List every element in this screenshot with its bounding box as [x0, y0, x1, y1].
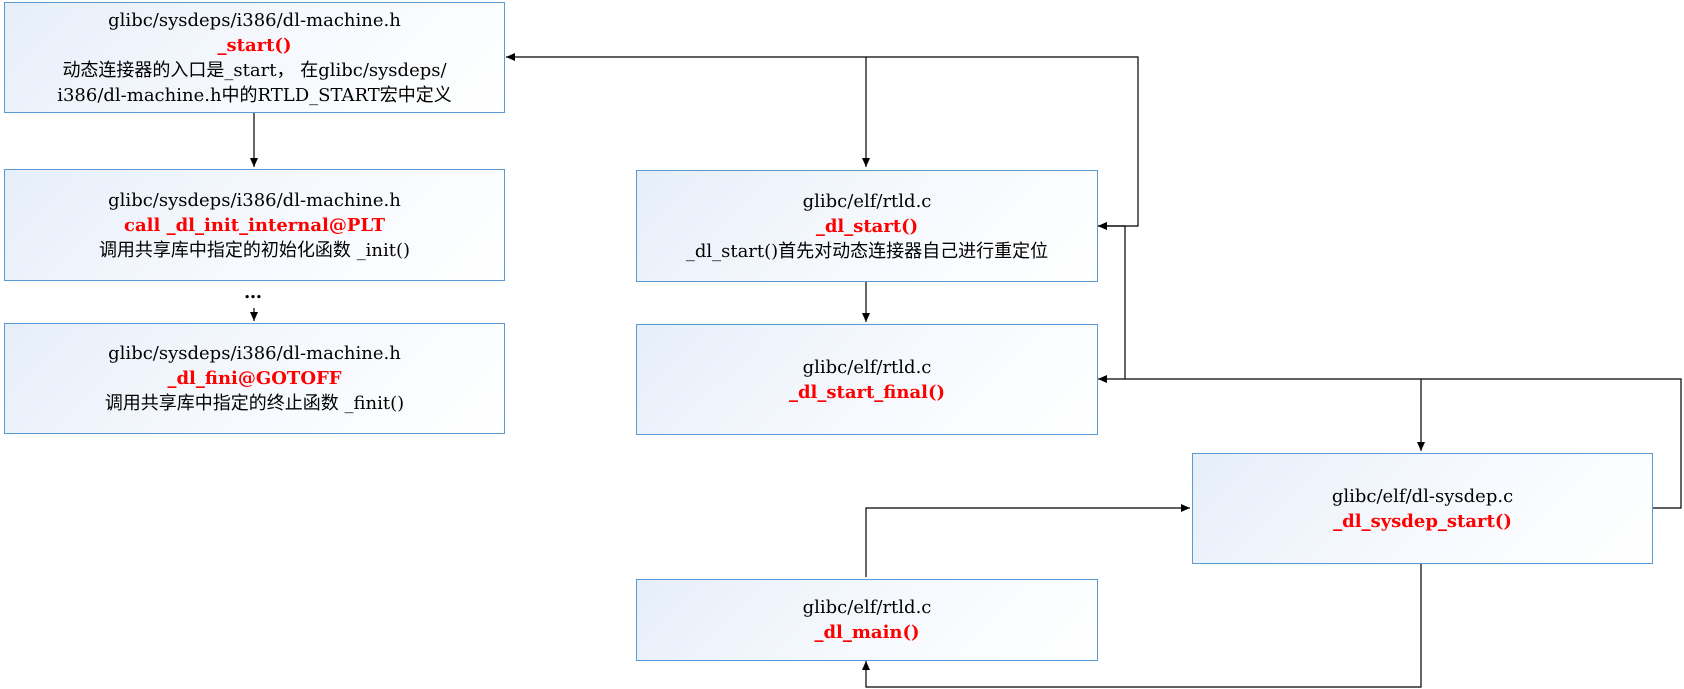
file-label: glibc/elf/dl-sysdep.c: [1331, 485, 1514, 507]
arrow-main-to-sysdep: [865, 504, 1190, 577]
box-dl-start-final: glibc/elf/rtld.c _dl_start_final(): [636, 324, 1098, 435]
box-start: glibc/sysdeps/i386/dl-machine.h _start()…: [4, 2, 505, 113]
arrow-into-dl-start: [1098, 219, 1139, 230]
description-line-2: i386/dl-machine.h中的RTLD_START宏中定义: [57, 84, 452, 106]
arrow-sysdep-to-main: [862, 564, 1422, 688]
arrow-sysdep-to-final: [1098, 375, 1682, 509]
box-init: glibc/sysdeps/i386/dl-machine.h call _dl…: [4, 169, 505, 281]
function-label: _dl_main(): [814, 622, 920, 643]
function-label: _dl_start_final(): [788, 381, 946, 403]
function-label: _dl_sysdep_start(): [1333, 510, 1512, 532]
file-label: glibc/elf/rtld.c: [802, 190, 932, 212]
function-label: _dl_fini@GOTOFF: [167, 368, 342, 389]
box-dl-sysdep-start: glibc/elf/dl-sysdep.c _dl_sysdep_start(): [1192, 453, 1653, 564]
file-label: glibc/sysdeps/i386/dl-machine.h: [108, 343, 401, 364]
file-label: glibc/sysdeps/i386/dl-machine.h: [108, 189, 401, 211]
description-line-1: 动态连接器的入口是_start， 在glibc/sysdeps/: [62, 59, 447, 81]
function-label: _dl_start(): [815, 215, 919, 237]
function-label: _start(): [217, 34, 292, 56]
file-label: glibc/sysdeps/i386/dl-machine.h: [108, 9, 401, 31]
arrow-final-to-dl-start: [1098, 222, 1126, 379]
box-dl-start: glibc/elf/rtld.c _dl_start() _dl_start()…: [636, 170, 1098, 282]
box-fini: glibc/sysdeps/i386/dl-machine.h _dl_fini…: [4, 323, 505, 434]
file-label: glibc/elf/rtld.c: [802, 356, 932, 378]
description: 调用共享库中指定的终止函数 _finit(): [104, 393, 405, 414]
description: _dl_start()首先对动态连接器自己进行重定位: [685, 240, 1049, 262]
box-dl-main: glibc/elf/rtld.c _dl_main(): [636, 579, 1098, 661]
file-label: glibc/elf/rtld.c: [802, 597, 932, 618]
description: 调用共享库中指定的初始化函数 _init(): [98, 239, 411, 261]
arrow-loop-to-start: [506, 53, 1139, 219]
function-label: call _dl_init_internal@PLT: [124, 214, 385, 236]
ellipsis: …: [244, 282, 262, 303]
